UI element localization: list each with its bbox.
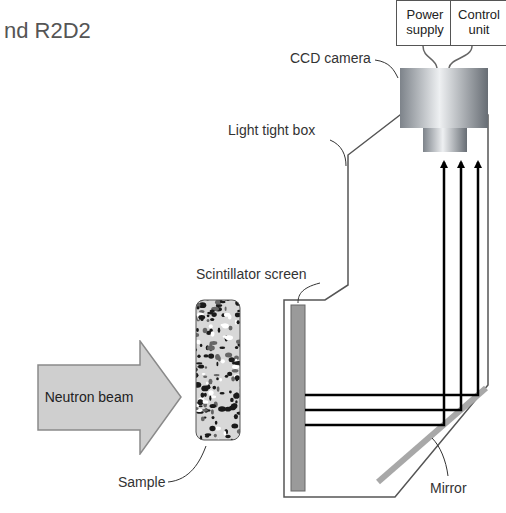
beam-arrow: Neutron beam <box>37 340 183 455</box>
wire <box>449 46 472 68</box>
light-ray <box>305 162 461 410</box>
sample-outline <box>196 300 240 440</box>
leader-line <box>298 283 320 303</box>
control-unit-box: Control unit <box>450 0 506 46</box>
node-text: Control unit <box>451 8 506 38</box>
leader-line <box>432 438 448 476</box>
title-fragment: nd R2D2 <box>4 18 91 43</box>
sample <box>196 300 240 440</box>
part-label: Light tight box <box>228 122 315 138</box>
light-tight-box <box>284 115 488 497</box>
light-ray <box>305 162 478 395</box>
ccd-camera <box>400 68 488 128</box>
wire <box>423 46 437 68</box>
power-supply-box: Power supply <box>396 0 454 46</box>
light-ray <box>305 162 444 425</box>
part-label: Mirror <box>430 480 467 496</box>
camera-lens <box>423 128 467 152</box>
scintillator-screen <box>291 305 305 491</box>
leader-line <box>168 446 206 482</box>
leader-line <box>330 140 346 166</box>
node-text: Neutron beam <box>45 389 134 405</box>
part-label: CCD camera <box>290 50 371 66</box>
part-label: Scintillator screen <box>196 266 307 282</box>
part-label: Sample <box>118 474 165 490</box>
node-text: Power supply <box>397 8 453 38</box>
mirror <box>378 388 486 482</box>
leader-line <box>375 60 398 78</box>
